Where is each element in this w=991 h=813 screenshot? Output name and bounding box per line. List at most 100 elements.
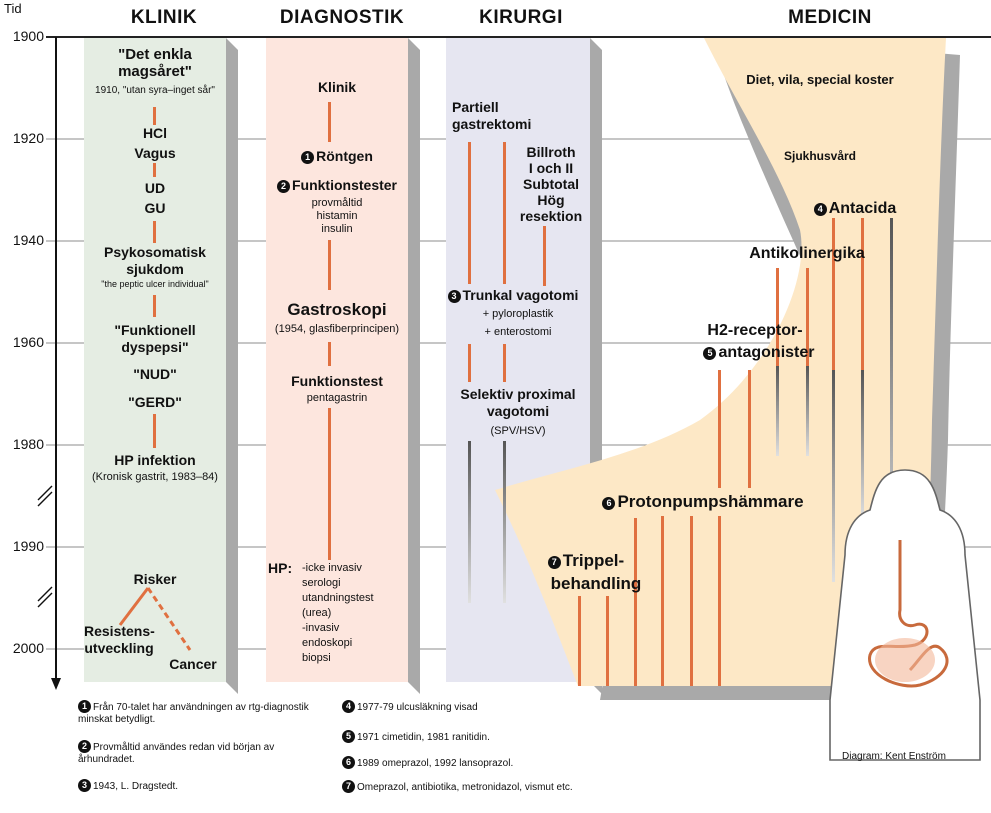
medicin-fade-bar-3 <box>832 370 835 582</box>
kir-hog-1: Hög <box>512 193 590 209</box>
year-1900: 1900 <box>2 28 44 44</box>
medicin-bar-11 <box>606 596 609 686</box>
kir-billroth-2: I och II <box>512 161 590 177</box>
year-1920: 1920 <box>2 130 44 146</box>
credit: Diagram: Kent Enström <box>842 751 946 762</box>
medicin-bar-7 <box>690 516 693 686</box>
header-diagnostik: DIAGNOSTIK <box>256 7 428 29</box>
header-medicin: MEDICIN <box>740 7 920 29</box>
klinik-psyko-2: sjukdom <box>84 262 226 278</box>
medicin-bar-12 <box>578 596 581 686</box>
klinik-gerd: "GERD" <box>84 395 226 411</box>
diag-hp-list: -icke invasiv serologi utandningstest (u… <box>302 561 374 666</box>
year-1990: 1990 <box>2 538 44 554</box>
medicin-bar-2 <box>861 218 864 370</box>
klinik-bar-1 <box>153 107 156 125</box>
marker-7: 7 <box>548 556 561 569</box>
klinik-enkla-2: magsåret" <box>84 64 226 81</box>
diag-hp-item: serologi <box>302 576 374 591</box>
year-1940: 1940 <box>2 232 44 248</box>
kirurgi-bar-5 <box>503 344 506 382</box>
klinik-enkla-1: "Det enkla <box>84 47 226 64</box>
marker-2: 2 <box>277 180 290 193</box>
diag-hp-item: -invasiv <box>302 621 374 636</box>
header-kirurgi: KIRURGI <box>446 7 596 29</box>
diag-hp-item: endoskopi <box>302 636 374 651</box>
med-antikol: Antikolinergika <box>722 245 892 263</box>
diag-hp-item: utandningstest <box>302 591 374 606</box>
marker-5: 5 <box>703 347 716 360</box>
diag-pentagastrin: pentagastrin <box>266 392 408 404</box>
klinik-psyko-1: Psykosomatisk <box>84 245 226 261</box>
kir-hog-2: resektion <box>512 209 590 225</box>
klinik-bar-3 <box>153 221 156 243</box>
medicin-fade-bar-2 <box>806 366 809 456</box>
marker-4: 4 <box>814 203 827 216</box>
klinik-nud: "NUD" <box>84 367 226 383</box>
diag-ft-1: provmåltid <box>266 197 408 209</box>
klinik-resist-1: Resistens- <box>84 624 154 640</box>
klinik-enkla-sub: 1910, "utan syra–inget sår" <box>74 85 236 96</box>
klinik-gu: GU <box>84 201 226 217</box>
diagnostik-bar-1 <box>328 102 331 142</box>
diagnostik-bar-3 <box>328 342 331 366</box>
diag-hp-item: -icke invasiv <box>302 561 374 576</box>
klinik-resist-2: utveckling <box>84 641 154 657</box>
kir-spv: (SPV/HSV) <box>446 425 590 437</box>
med-diet: Diet, vila, special koster <box>720 73 920 88</box>
axis-label: Tid <box>4 1 22 16</box>
klinik-hp: HP infektion <box>84 453 226 469</box>
kirurgi-bar-2 <box>503 142 506 284</box>
kir-subtotal: Subtotal <box>512 177 590 193</box>
med-sjukhus: Sjukhusvård <box>740 150 900 163</box>
marker-1: 1 <box>301 151 314 164</box>
kirurgi-bar-1 <box>468 142 471 284</box>
diag-gastroskopi: Gastroskopi <box>266 300 408 319</box>
klinik-ud: UD <box>84 181 226 197</box>
med-trippel-2: behandling <box>536 574 656 593</box>
med-h2-1: H2-receptor- <box>690 322 820 340</box>
medicin-bar-8 <box>718 516 721 686</box>
klinik-psyko-sub: "the peptic ulcer individual" <box>74 279 236 289</box>
year-1960: 1960 <box>2 334 44 350</box>
klinik-funk-2: dyspepsi" <box>84 340 226 356</box>
kir-pyloro: + pyloroplastik <box>446 308 590 320</box>
medicin-fade-bar-1 <box>776 366 779 456</box>
klinik-hp-sub: (Kronisk gastrit, 1983–84) <box>74 471 236 483</box>
diag-klinik: Klinik <box>266 80 408 96</box>
medicin-fade-bar-4 <box>861 370 864 520</box>
medicin-bar-10 <box>634 518 637 686</box>
marker-3: 3 <box>448 290 461 303</box>
klinik-risker: Risker <box>84 572 226 588</box>
header-klinik: KLINIK <box>84 7 244 29</box>
klinik-hcl: HCl <box>84 126 226 142</box>
kir-selektiv-2: vagotomi <box>446 404 590 420</box>
kir-billroth-1: Billroth <box>512 145 590 161</box>
kir-partiell-1: Partiell <box>452 100 542 116</box>
diag-hp-item: biopsi <box>302 651 374 666</box>
footnote-3: 31943, L. Dragstedt. <box>78 779 318 793</box>
kirurgi-fade-bar-1 <box>468 441 471 603</box>
diagnostik-bar-2 <box>328 240 331 290</box>
klinik-funk-1: "Funktionell <box>84 323 226 339</box>
year-2000: 2000 <box>2 640 44 656</box>
kirurgi-fade-bar-2 <box>503 441 506 603</box>
diag-gastro-sub: (1954, glasfiberprincipen) <box>258 323 416 335</box>
diag-ft-2: histamin <box>266 210 408 222</box>
medicin-bar-6 <box>748 370 751 488</box>
medicin-bar-5 <box>718 370 721 488</box>
footnote-2: 2Provmåltid användes redan vid början av… <box>78 740 318 766</box>
diag-ft-3: insulin <box>266 223 408 235</box>
diagnostik-column-shadow <box>408 38 420 694</box>
klinik-vagus: Vagus <box>84 146 226 162</box>
